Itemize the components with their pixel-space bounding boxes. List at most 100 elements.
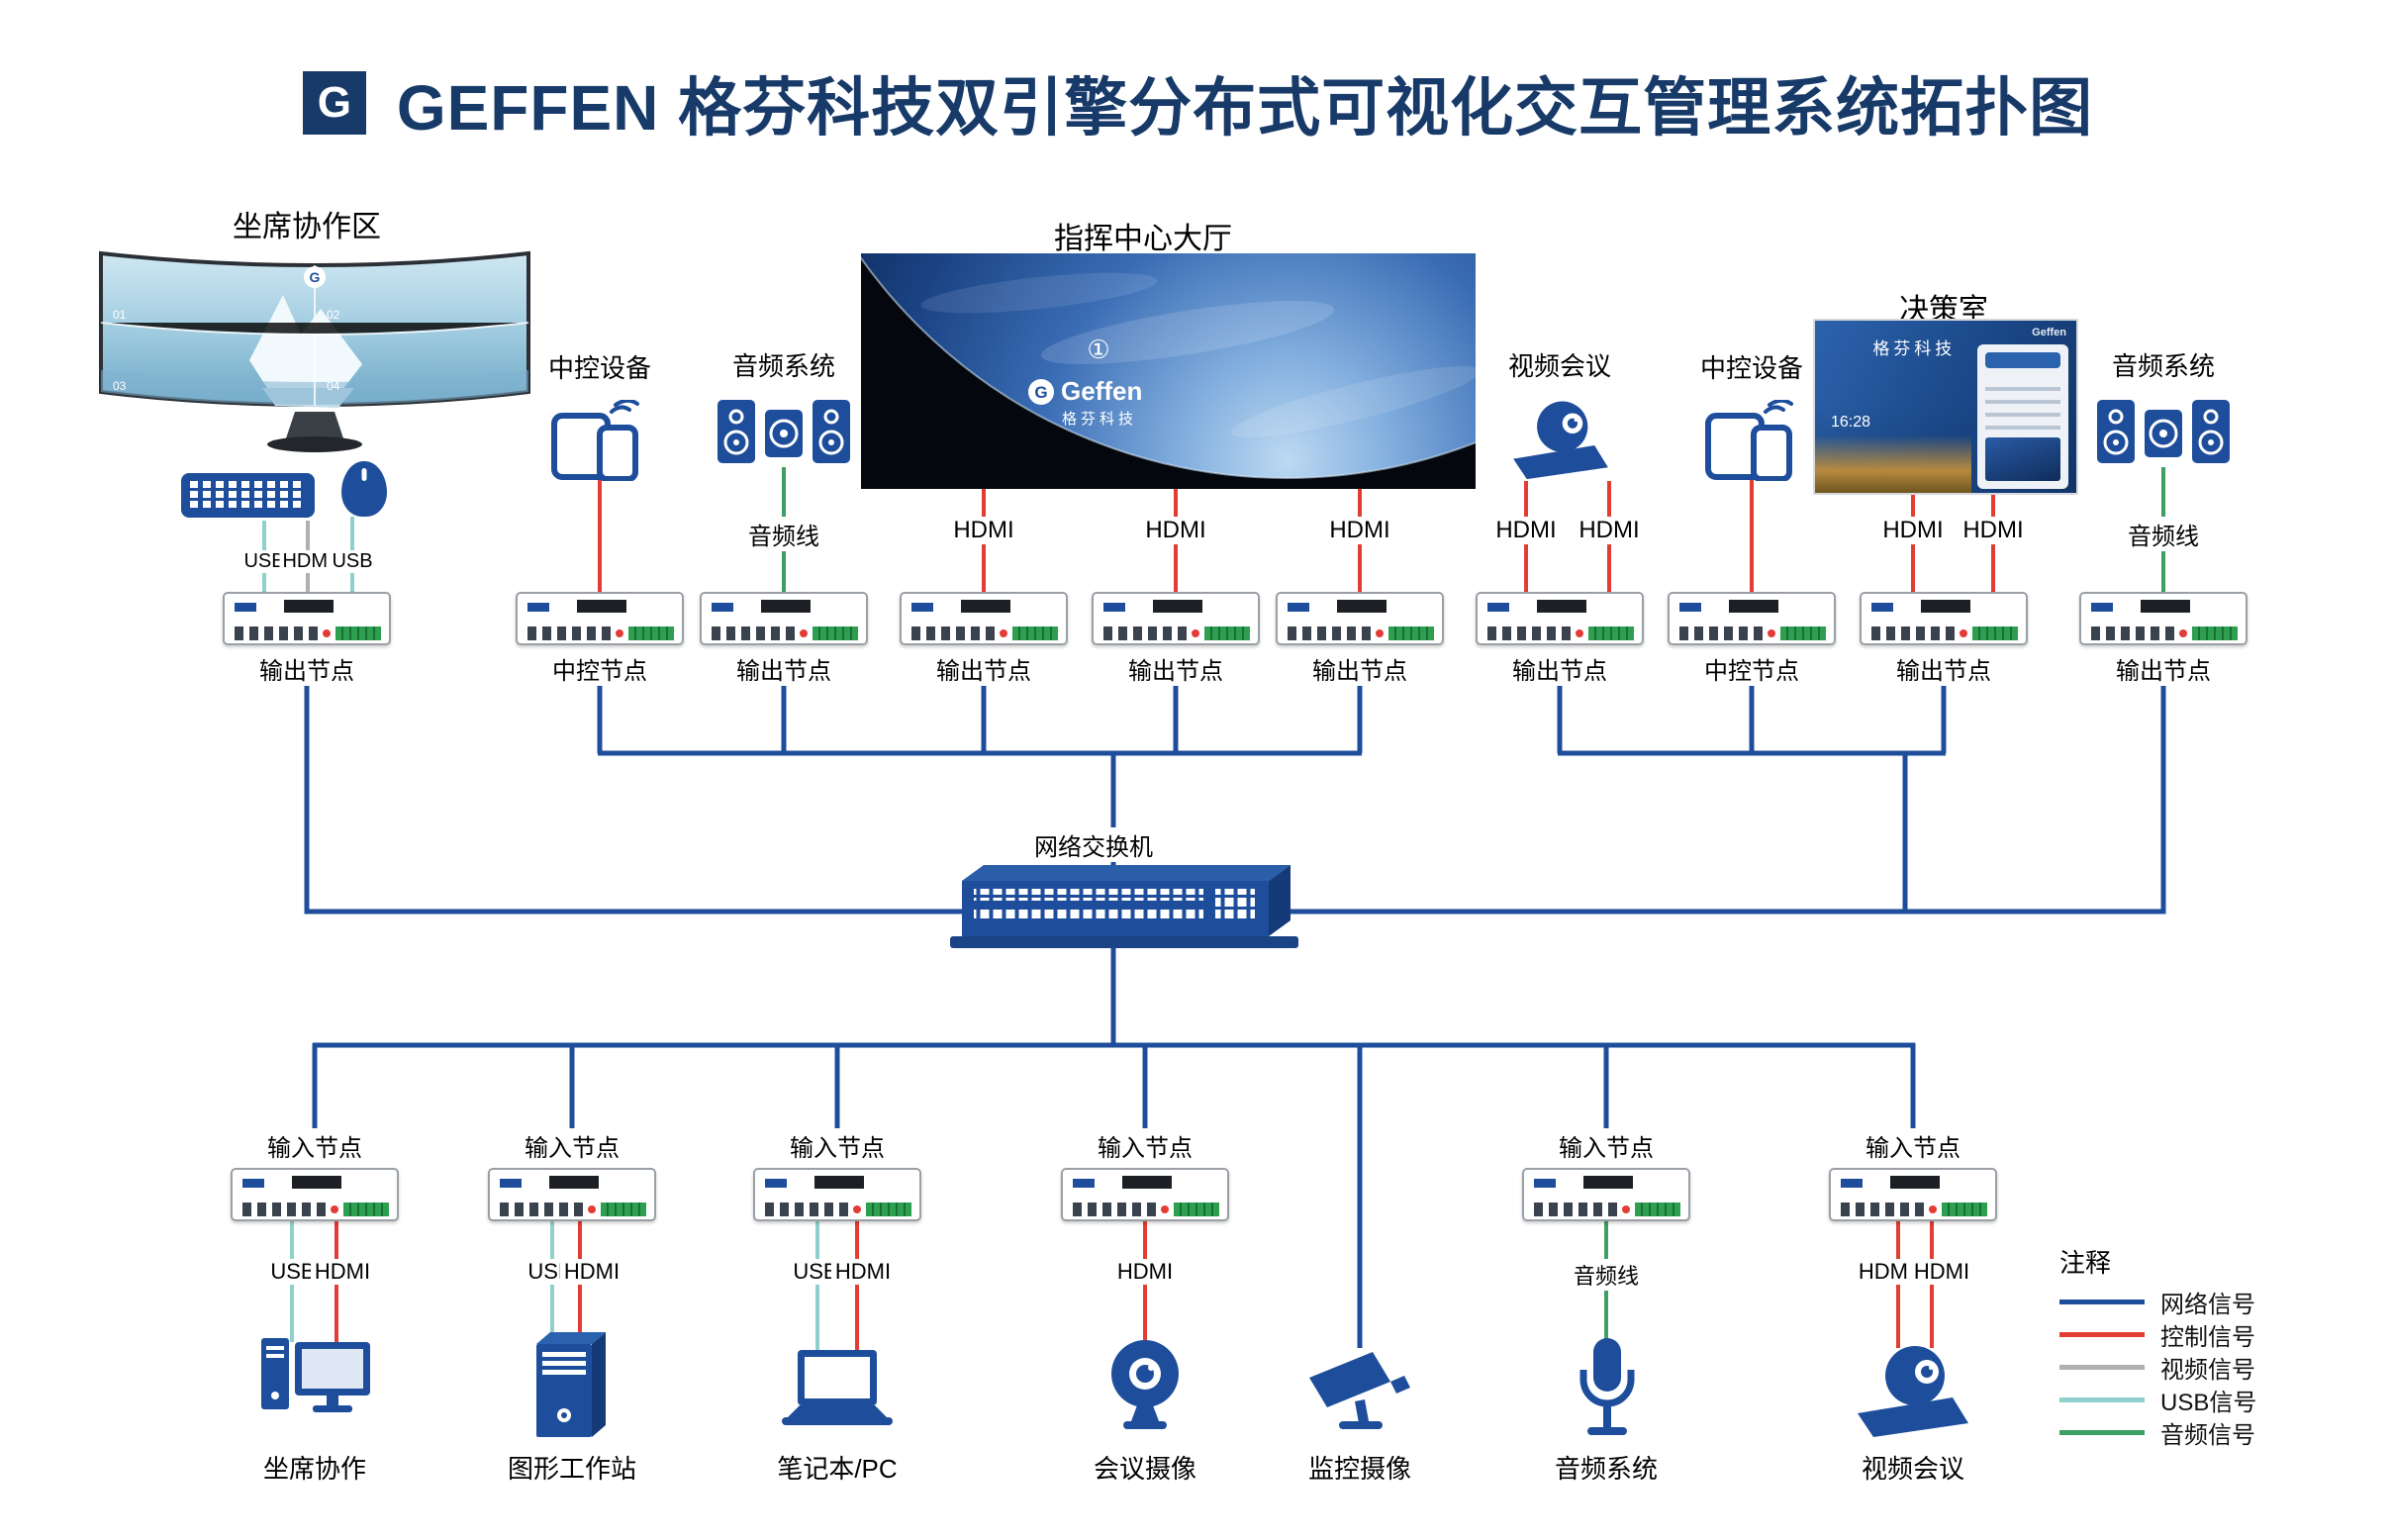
legend-swatch-network <box>2059 1299 2145 1304</box>
node-label-top-6: 输出节点 <box>1308 651 1411 686</box>
legend-swatch-audio <box>2059 1430 2145 1435</box>
switch-uplink-ports <box>1215 889 1255 918</box>
videowall-logo-letter: G <box>310 269 321 285</box>
cable-label-hdmi-b: HDMI <box>1140 517 1211 544</box>
mouse-icon <box>341 461 387 517</box>
node-label-top-7: 输出节点 <box>1508 651 1611 686</box>
node-device-top-3 <box>700 592 868 645</box>
cable-label-usb-1: USB <box>240 550 288 573</box>
device-label-audio-right: 音频系统 <box>2111 351 2216 381</box>
cable-label-hdmi-dec2: HDMI <box>1958 517 2029 544</box>
legend-title: 注释 <box>2059 1248 2112 1278</box>
decision-screen-brand: 格芬科技 <box>1872 339 1957 358</box>
network-switch <box>950 865 1298 948</box>
audio-speakers-icon-right <box>2097 400 2230 463</box>
bottom-device-label-3: 笔记本/PC <box>777 1454 898 1484</box>
seat-workstation-icon <box>261 1338 370 1412</box>
node-label-top-4: 输出节点 <box>932 651 1035 686</box>
legend-swatch-usb <box>2059 1397 2145 1402</box>
videowall-cell-4: 04 <box>327 379 340 393</box>
cable-label-hdmi-dec1: HDMI <box>1877 517 1949 544</box>
node-device-top-8 <box>1668 592 1836 645</box>
graphics-workstation-icon <box>536 1332 606 1437</box>
curved-videowall: G 01 02 03 04 <box>99 250 530 452</box>
cable-label-hdmi-vc1: HDMI <box>1490 517 1562 544</box>
legend-label-network: 网络信号 <box>2160 1292 2255 1318</box>
bottom-device-label-7: 视频会议 <box>1861 1454 1965 1484</box>
switch-label: 网络交换机 <box>1029 827 1158 862</box>
cable-label-audio-left: 音频线 <box>743 517 824 551</box>
control-tablet-icon-left <box>551 400 639 481</box>
bottom-device-label-1: 坐席协作 <box>262 1454 367 1484</box>
node-device-top-1 <box>223 592 391 645</box>
cable-label-b2-hdmi: HDMI <box>559 1259 624 1285</box>
legend-item-usb: USB信号 <box>2059 1390 2256 1416</box>
video-conference-camera-icon-bottom <box>1858 1346 1968 1437</box>
network-lines <box>304 683 2166 1348</box>
legend-label-video: 视频信号 <box>2160 1357 2255 1384</box>
node-label-b1: 输入节点 <box>263 1128 366 1163</box>
geffen-logo-icon: G <box>297 66 371 140</box>
legend-label-audio: 音频信号 <box>2160 1422 2255 1449</box>
page-title: GEFFEN 格芬科技双引擎分布式可视化交互管理系统拓扑图 <box>396 72 2094 144</box>
videowall-cell-1: 01 <box>113 308 127 322</box>
bottom-device-label-4: 会议摄像 <box>1093 1454 1197 1484</box>
screen-logo-icon <box>1028 379 1054 405</box>
node-device-top-10 <box>2079 592 2248 645</box>
legend-label-control: 控制信号 <box>2160 1324 2255 1351</box>
videowall-cell-3: 03 <box>113 379 127 393</box>
legend-item-video: 视频信号 <box>2059 1357 2256 1384</box>
cable-label-hdmi-seat: HDMI <box>279 550 336 573</box>
node-label-top-3: 输出节点 <box>732 651 835 686</box>
legend-swatch-control <box>2059 1332 2145 1337</box>
cable-label-b6-hdmi1: HDMI <box>1854 1259 1919 1285</box>
node-device-top-2 <box>516 592 684 645</box>
microphone-icon <box>1579 1338 1635 1435</box>
node-label-top-2: 中控节点 <box>548 651 651 686</box>
device-label-control-left: 中控设备 <box>547 353 652 383</box>
switch-port-row-1 <box>974 889 1203 901</box>
node-device-b2 <box>488 1168 656 1221</box>
zone-label-seat: 坐席协作区 <box>233 211 381 243</box>
node-label-top-1: 输出节点 <box>255 651 358 686</box>
video-conference-camera-icon-top <box>1513 401 1608 480</box>
node-device-b4 <box>1061 1168 1229 1221</box>
cable-label-b1-usb: USB <box>266 1259 320 1285</box>
node-device-top-5 <box>1092 592 1260 645</box>
bottom-device-label-2: 图形工作站 <box>507 1454 637 1484</box>
switch-port-row-2 <box>974 907 1203 918</box>
node-device-b3 <box>753 1168 921 1221</box>
page-title-row: G GEFFEN 格芬科技双引擎分布式可视化交互管理系统拓扑图 <box>0 57 2391 148</box>
node-label-top-8: 中控节点 <box>1700 651 1803 686</box>
videowall-cell-2: 02 <box>327 308 340 322</box>
control-tablet-icon-right <box>1705 400 1793 481</box>
screen-badge: ① <box>1087 335 1109 364</box>
cable-label-b3-hdmi: HDMI <box>830 1259 896 1285</box>
legend-item-control: 控制信号 <box>2059 1324 2256 1351</box>
cable-label-b5-audio: 音频线 <box>1569 1259 1644 1291</box>
decision-panel-image <box>1985 437 2060 481</box>
legend-label-usb: USB信号 <box>2160 1390 2257 1416</box>
legend-item-network: 网络信号 <box>2059 1292 2256 1318</box>
cable-label-audio-right: 音频线 <box>2123 517 2204 551</box>
videowall-logo-icon <box>304 266 326 288</box>
node-label-b4: 输入节点 <box>1094 1128 1196 1163</box>
node-device-b5 <box>1522 1168 1690 1221</box>
earth-image <box>861 253 1476 479</box>
cable-label-hdmi-c: HDMI <box>1324 517 1395 544</box>
conference-webcam-icon <box>1111 1340 1179 1429</box>
bottom-device-label-5: 监控摄像 <box>1307 1454 1412 1484</box>
keyboard-icon <box>181 473 315 518</box>
device-label-audio-left: 音频系统 <box>731 351 836 381</box>
decision-panel-button <box>1985 352 2060 368</box>
decision-screen-panel <box>1977 344 2068 489</box>
audio-speakers-icon-left <box>717 400 850 463</box>
screen-logo-letter: G <box>1034 383 1047 402</box>
node-device-top-6 <box>1276 592 1444 645</box>
node-label-b6: 输入节点 <box>1862 1128 1964 1163</box>
screen-brand: Geffen <box>1061 376 1142 406</box>
node-label-top-10: 输出节点 <box>2112 651 2215 686</box>
node-device-b1 <box>231 1168 399 1221</box>
